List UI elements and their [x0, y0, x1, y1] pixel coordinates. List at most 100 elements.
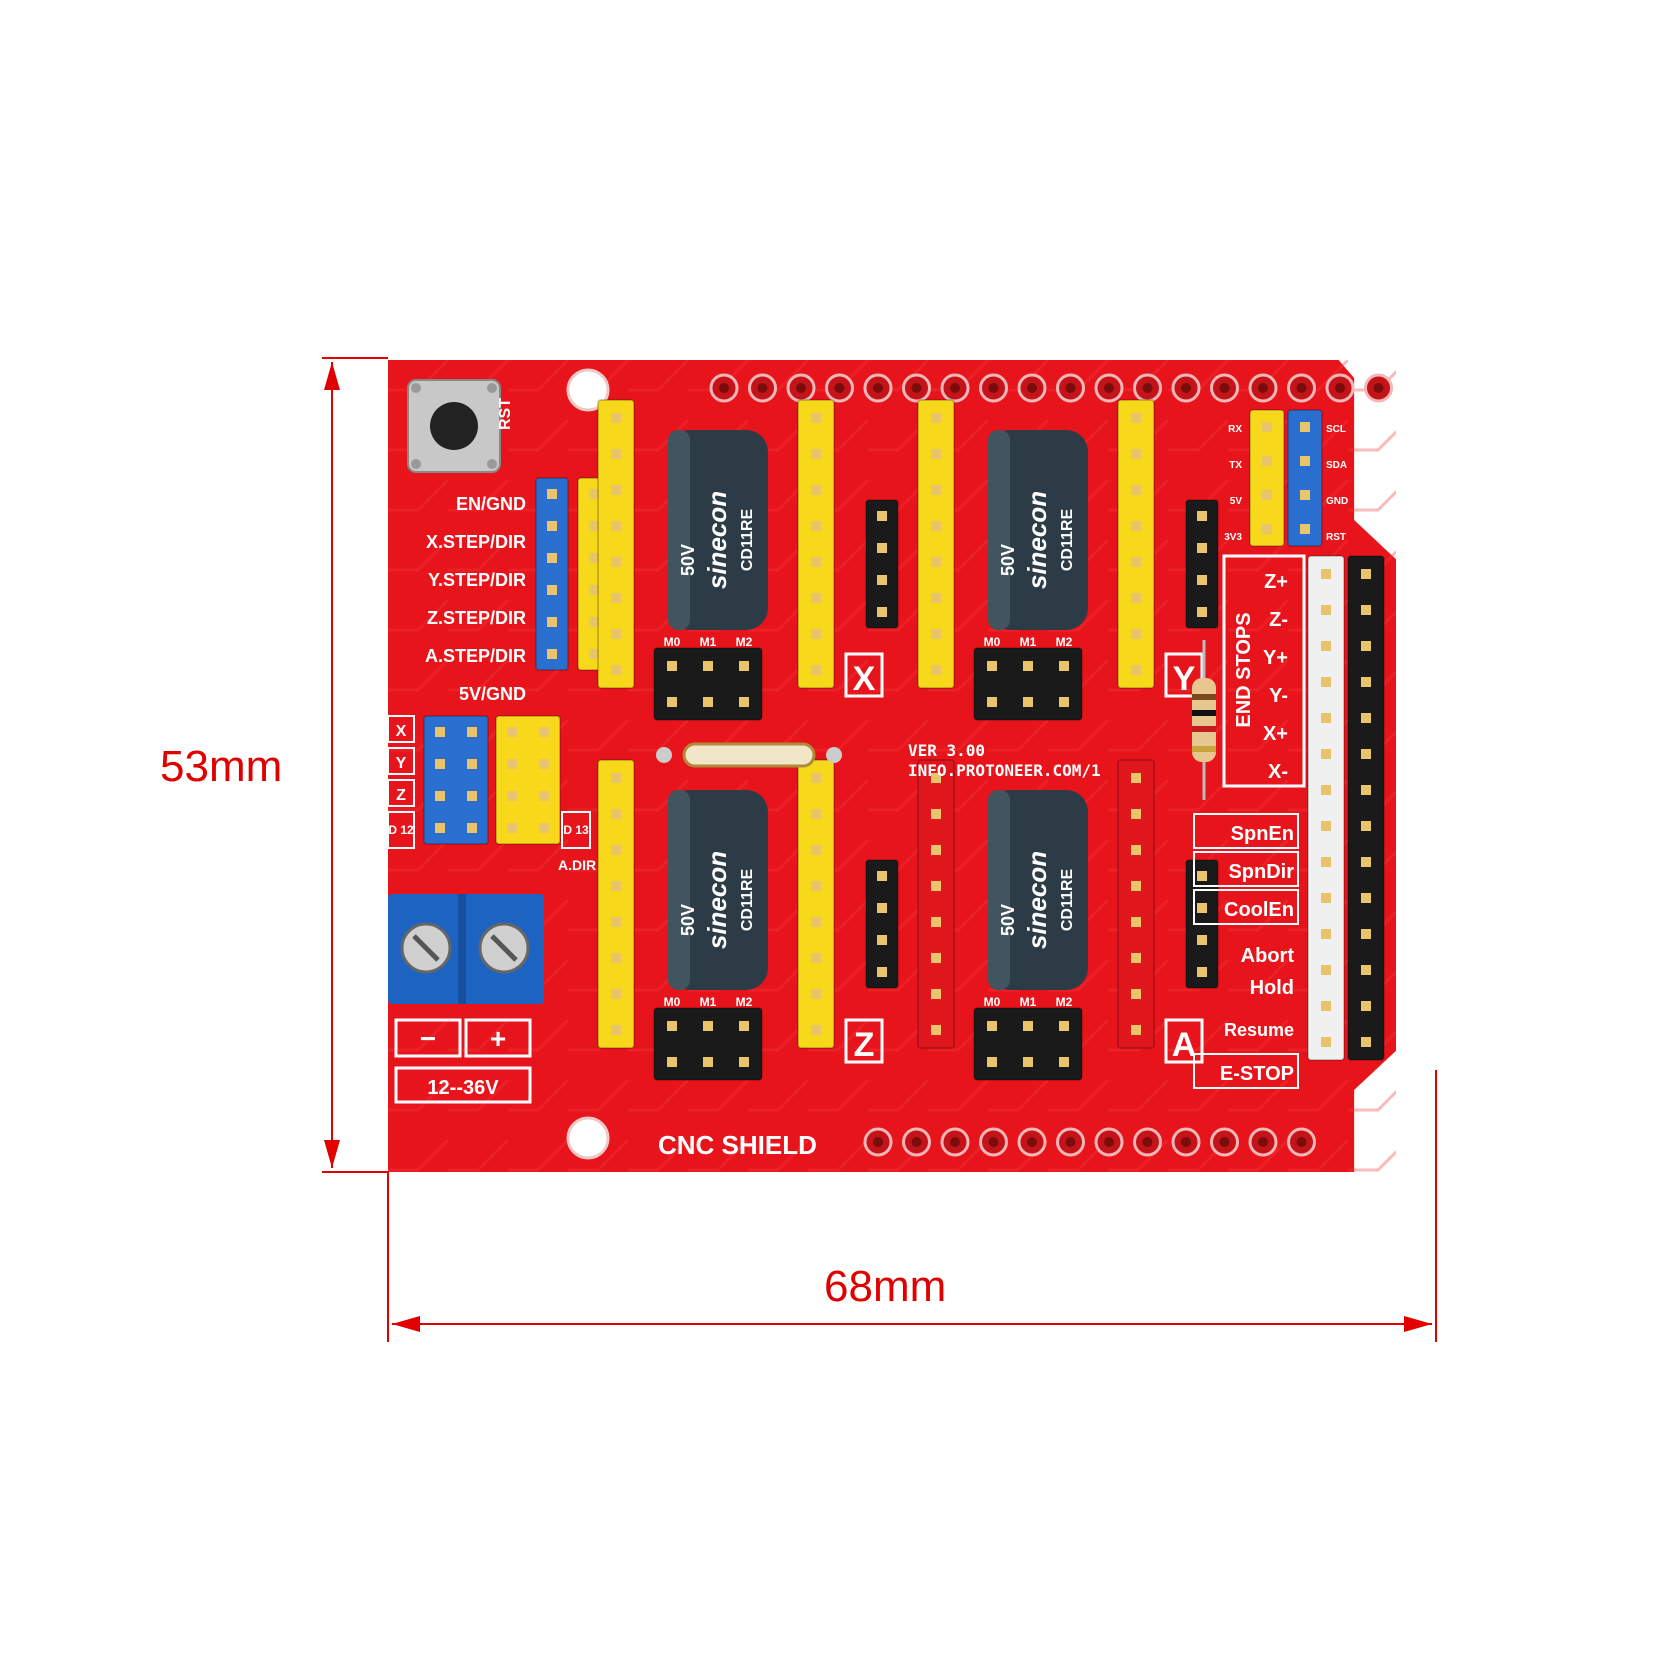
- resistor: [1192, 640, 1216, 800]
- end-stop-label: Z+: [1264, 571, 1288, 593]
- end-stop-label: Z-: [1269, 609, 1288, 631]
- cnc-shield-board: RST EN/GNDX.STEP/DIRY.STEP/DIRZ.STEP/DIR…: [388, 360, 1396, 1172]
- io-label-box: [1193, 1053, 1299, 1089]
- capacitor-brand: sinecon: [702, 491, 732, 589]
- pin-hole: [757, 383, 768, 393]
- io-label: Hold: [1250, 977, 1294, 999]
- pin-hole: [1258, 1137, 1268, 1147]
- clone-label-box: [388, 779, 415, 807]
- io-label: Resume: [1224, 1020, 1294, 1040]
- clone-label: D 13: [563, 823, 589, 837]
- pin-hole: [719, 383, 729, 393]
- clone-label-box: [388, 811, 415, 849]
- height-label: 53mm: [160, 742, 283, 791]
- pin-hole: [1219, 383, 1230, 393]
- capacitor-code: CD11RE: [739, 509, 756, 572]
- capacitor-voltage: 50V: [998, 544, 1018, 576]
- clone-yellow-header: [495, 715, 561, 845]
- io-label-box: [1193, 889, 1299, 925]
- pin-hole: [1181, 383, 1191, 393]
- pin-hole: [1296, 383, 1307, 393]
- pin-hole: [1181, 1137, 1191, 1147]
- i2c-right-label: SCL: [1326, 424, 1346, 435]
- pin-hole: [873, 383, 883, 393]
- driver-socket-right: [797, 399, 835, 689]
- microstep-label: M1: [700, 635, 717, 649]
- pin-hole: [834, 383, 845, 393]
- capacitor-brand: sinecon: [702, 851, 732, 949]
- pin-hole: [873, 1137, 883, 1147]
- driver-socket-right: [1117, 399, 1155, 689]
- clone-label-box: [388, 715, 415, 743]
- end-stop-labels: Z+Z-Y+Y-X+X-: [1263, 571, 1288, 783]
- bottom-pin-row: [863, 1127, 1316, 1157]
- pin-hole: [1142, 383, 1153, 393]
- end-stop-label: Y-: [1269, 685, 1288, 707]
- end-stops-title: END STOPS: [1233, 612, 1255, 727]
- pin-hole: [950, 383, 960, 393]
- clone-label-box: [388, 747, 415, 775]
- power-terminal-block[interactable]: [388, 894, 544, 1004]
- driver-socket-right: [1117, 759, 1155, 1049]
- driver-side-header: [865, 859, 899, 989]
- pin-hole: [1065, 1137, 1076, 1147]
- version-label: VER 3.00: [908, 741, 985, 760]
- capacitor-brand: sinecon: [1022, 851, 1052, 949]
- capacitor-voltage: 50V: [678, 904, 698, 936]
- capacitor-code: CD11RE: [1059, 509, 1076, 572]
- pin-hole: [796, 383, 806, 393]
- io-label: E-STOP: [1220, 1063, 1294, 1085]
- microstep-label: M2: [736, 635, 753, 649]
- driver-side-header: [865, 499, 899, 629]
- capacitor-brand: sinecon: [1022, 491, 1052, 589]
- left-label: EN/GND: [456, 494, 526, 514]
- microstep-jumpers: [973, 1007, 1083, 1081]
- io-label: SpnEn: [1231, 823, 1294, 845]
- pin-hole: [988, 383, 999, 393]
- io-label: Abort: [1241, 945, 1295, 967]
- top-pin-row: [709, 373, 1393, 403]
- pin-hole: [1142, 1137, 1153, 1147]
- microstep-label: M0: [984, 995, 1001, 1009]
- microstep-label: M2: [1056, 635, 1073, 649]
- capacitor-code: CD11RE: [1059, 869, 1076, 932]
- pin-hole: [911, 383, 922, 393]
- right-headers: [1307, 555, 1385, 1061]
- pin-hole: [1258, 383, 1268, 393]
- microstep-label: M0: [664, 635, 681, 649]
- left-blue-header: [535, 477, 569, 671]
- pin-hole: [1104, 1137, 1114, 1147]
- microstep-jumpers: [973, 647, 1083, 721]
- pin-hole: [1296, 1137, 1307, 1147]
- capacitor: sinecon CD11RE 50V: [988, 790, 1088, 990]
- axis-letter-box: [1164, 652, 1204, 698]
- left-label: A.STEP/DIR: [425, 646, 526, 666]
- io-label-box: [1193, 851, 1299, 887]
- driver-socket-left: [917, 759, 955, 1049]
- pin-hole: [1219, 1137, 1230, 1147]
- axis-letter: Z: [854, 1026, 875, 1064]
- microstep-label: M2: [736, 995, 753, 1009]
- end-stop-label: Y+: [1263, 647, 1288, 669]
- io-label: SpnDir: [1228, 861, 1294, 883]
- fuse: [656, 742, 842, 768]
- left-label: X.STEP/DIR: [426, 532, 526, 552]
- pin-hole: [1104, 383, 1114, 393]
- board-title: CNC SHIELD: [658, 1130, 817, 1160]
- i2c-left-label: RX: [1228, 424, 1242, 435]
- axis-letter-box: [844, 1018, 884, 1064]
- clone-label: D 12: [388, 823, 414, 837]
- clone-label: A.DIR: [558, 857, 596, 873]
- clone-label: Z: [396, 787, 406, 804]
- clone-label-box: [561, 811, 591, 849]
- i2c-right-label: GND: [1326, 496, 1348, 507]
- capacitor-voltage: 50V: [998, 904, 1018, 936]
- axis-letter-box: [844, 652, 884, 698]
- driver-socket-right: [797, 759, 835, 1049]
- reset-button[interactable]: [407, 379, 501, 473]
- driver-socket-left: [597, 399, 635, 689]
